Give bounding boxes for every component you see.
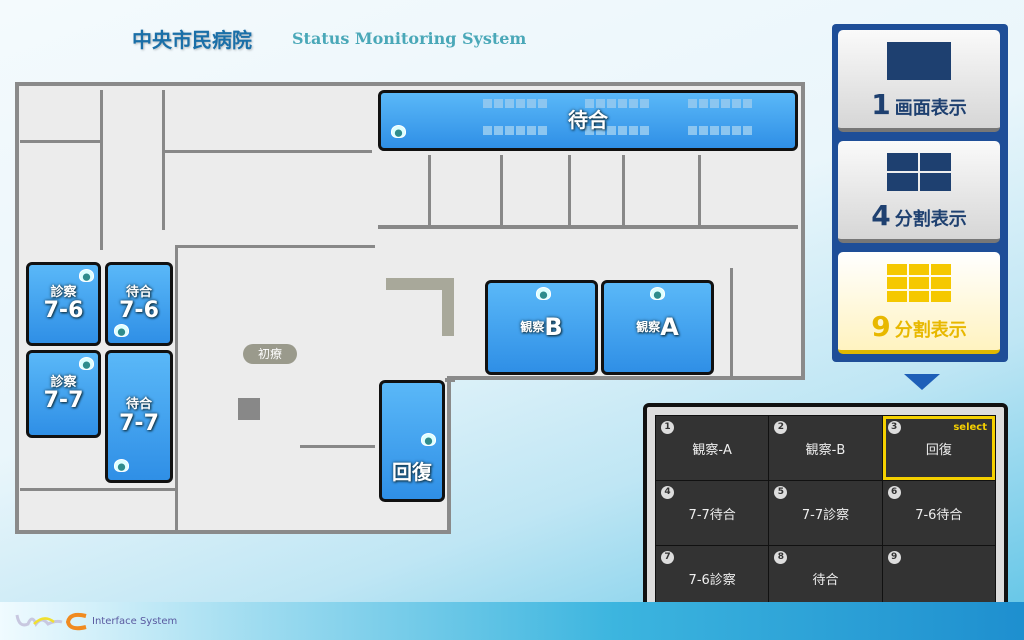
- room-label: 待合: [125, 397, 152, 413]
- room-letter: A: [660, 312, 679, 341]
- button-number: 4: [871, 199, 891, 232]
- cell-label: 回復: [925, 442, 952, 458]
- cell-label: 観察-A: [692, 442, 732, 458]
- camera-icon[interactable]: [391, 125, 406, 138]
- select-tag: select: [953, 422, 987, 433]
- camera-icon[interactable]: [79, 357, 94, 370]
- wall: [162, 90, 165, 230]
- room-number: 7-7: [43, 388, 84, 414]
- wall: [20, 140, 100, 143]
- room-label: 回復: [392, 460, 432, 484]
- wall: [500, 155, 503, 227]
- wall: [100, 90, 103, 250]
- single-screen-icon: [887, 42, 951, 80]
- wall: [622, 155, 625, 227]
- grid-cell-6[interactable]: 6 7-6待合: [882, 481, 995, 545]
- cell-label: 7-6診察: [688, 572, 736, 588]
- camera-icon[interactable]: [536, 287, 551, 300]
- cell-number: 7: [661, 551, 674, 564]
- room-letter: B: [544, 312, 563, 341]
- cell-label: 7-7待合: [688, 507, 736, 523]
- camera-icon[interactable]: [650, 287, 665, 300]
- camera-icon[interactable]: [79, 269, 94, 282]
- room-label: 観察: [636, 320, 661, 335]
- camera-icon[interactable]: [114, 459, 129, 472]
- room-label: 待合: [568, 108, 608, 132]
- arrow-down-icon: [904, 374, 940, 390]
- wall: [162, 150, 372, 153]
- reception-counter: [386, 278, 454, 336]
- room-kansatsu-a[interactable]: 観察 A: [601, 280, 714, 375]
- cell-number: 4: [661, 486, 674, 499]
- wall: [378, 225, 798, 229]
- button-label: 分割表示: [894, 320, 967, 341]
- wall: [300, 445, 375, 448]
- room-shinsatsu-7-7[interactable]: 診察 7-7: [26, 350, 101, 438]
- grid-cell-2[interactable]: 2 観察-B: [769, 416, 882, 480]
- room-number: 7-6: [119, 298, 159, 324]
- cell-label: 7-6待合: [915, 507, 963, 523]
- hospital-title: 中央市民病院: [132, 28, 252, 52]
- room-shinsatsu-7-6[interactable]: 診察 7-6: [26, 262, 101, 346]
- button-label: 分割表示: [894, 209, 967, 230]
- grid-cell-9[interactable]: 9: [882, 546, 995, 610]
- cell-number: 3: [887, 421, 901, 434]
- room-number: 7-6: [43, 298, 84, 324]
- quad-screen-icon: [887, 153, 951, 191]
- cell-number: 9: [887, 551, 901, 564]
- grid-cell-1[interactable]: 1 観察-A: [656, 416, 769, 480]
- room-label: 観察: [520, 320, 545, 335]
- grid-cell-7[interactable]: 7 7-6診察: [656, 546, 769, 610]
- nine-screen-icon: [887, 264, 951, 302]
- cell-label: 観察-B: [805, 442, 846, 458]
- wall: [428, 155, 431, 227]
- room-number: 7-7: [119, 410, 159, 436]
- cell-label: 7-7診察: [801, 507, 850, 523]
- system-subtitle: Status Monitoring System: [292, 29, 527, 48]
- cell-number: 2: [774, 421, 788, 434]
- button-number: 9: [871, 310, 891, 343]
- wall: [175, 245, 178, 530]
- cell-label: 待合: [812, 572, 839, 588]
- button-number: 1: [871, 88, 891, 121]
- wall: [175, 245, 375, 248]
- room-machiai[interactable]: 待合: [378, 90, 798, 151]
- wall: [568, 155, 571, 227]
- camera-icon[interactable]: [421, 433, 436, 446]
- room-label: 待合: [125, 284, 152, 300]
- grid-cell-4[interactable]: 4 7-7待合: [656, 481, 769, 545]
- cell-number: 1: [661, 421, 674, 434]
- camera-icon[interactable]: [114, 324, 129, 337]
- pillar: [238, 398, 260, 420]
- wall: [730, 268, 733, 378]
- cell-number: 5: [774, 486, 788, 499]
- wall: [445, 378, 455, 382]
- room-label: 診察: [50, 284, 77, 300]
- room-machiai-7-6[interactable]: 待合 7-6: [105, 262, 173, 346]
- room-kaifuku[interactable]: 回復: [379, 380, 445, 502]
- room-machiai-7-7[interactable]: 待合 7-7: [105, 350, 173, 483]
- wall: [698, 155, 701, 227]
- room-kansatsu-b[interactable]: 観察 B: [485, 280, 598, 375]
- logo-text: Interface System: [92, 616, 178, 627]
- footer-bar: [0, 602, 1024, 640]
- grid-cell-5[interactable]: 5 7-7診察: [769, 481, 882, 545]
- room-label: 診察: [50, 374, 77, 390]
- room-label-shoryo: 初療: [243, 344, 297, 364]
- cell-number: 6: [887, 486, 901, 499]
- grid-cell-8[interactable]: 8 待合: [769, 546, 882, 610]
- wall: [20, 488, 175, 491]
- button-label: 画面表示: [894, 98, 967, 119]
- cell-number: 8: [774, 551, 788, 564]
- company-logo: [15, 612, 87, 631]
